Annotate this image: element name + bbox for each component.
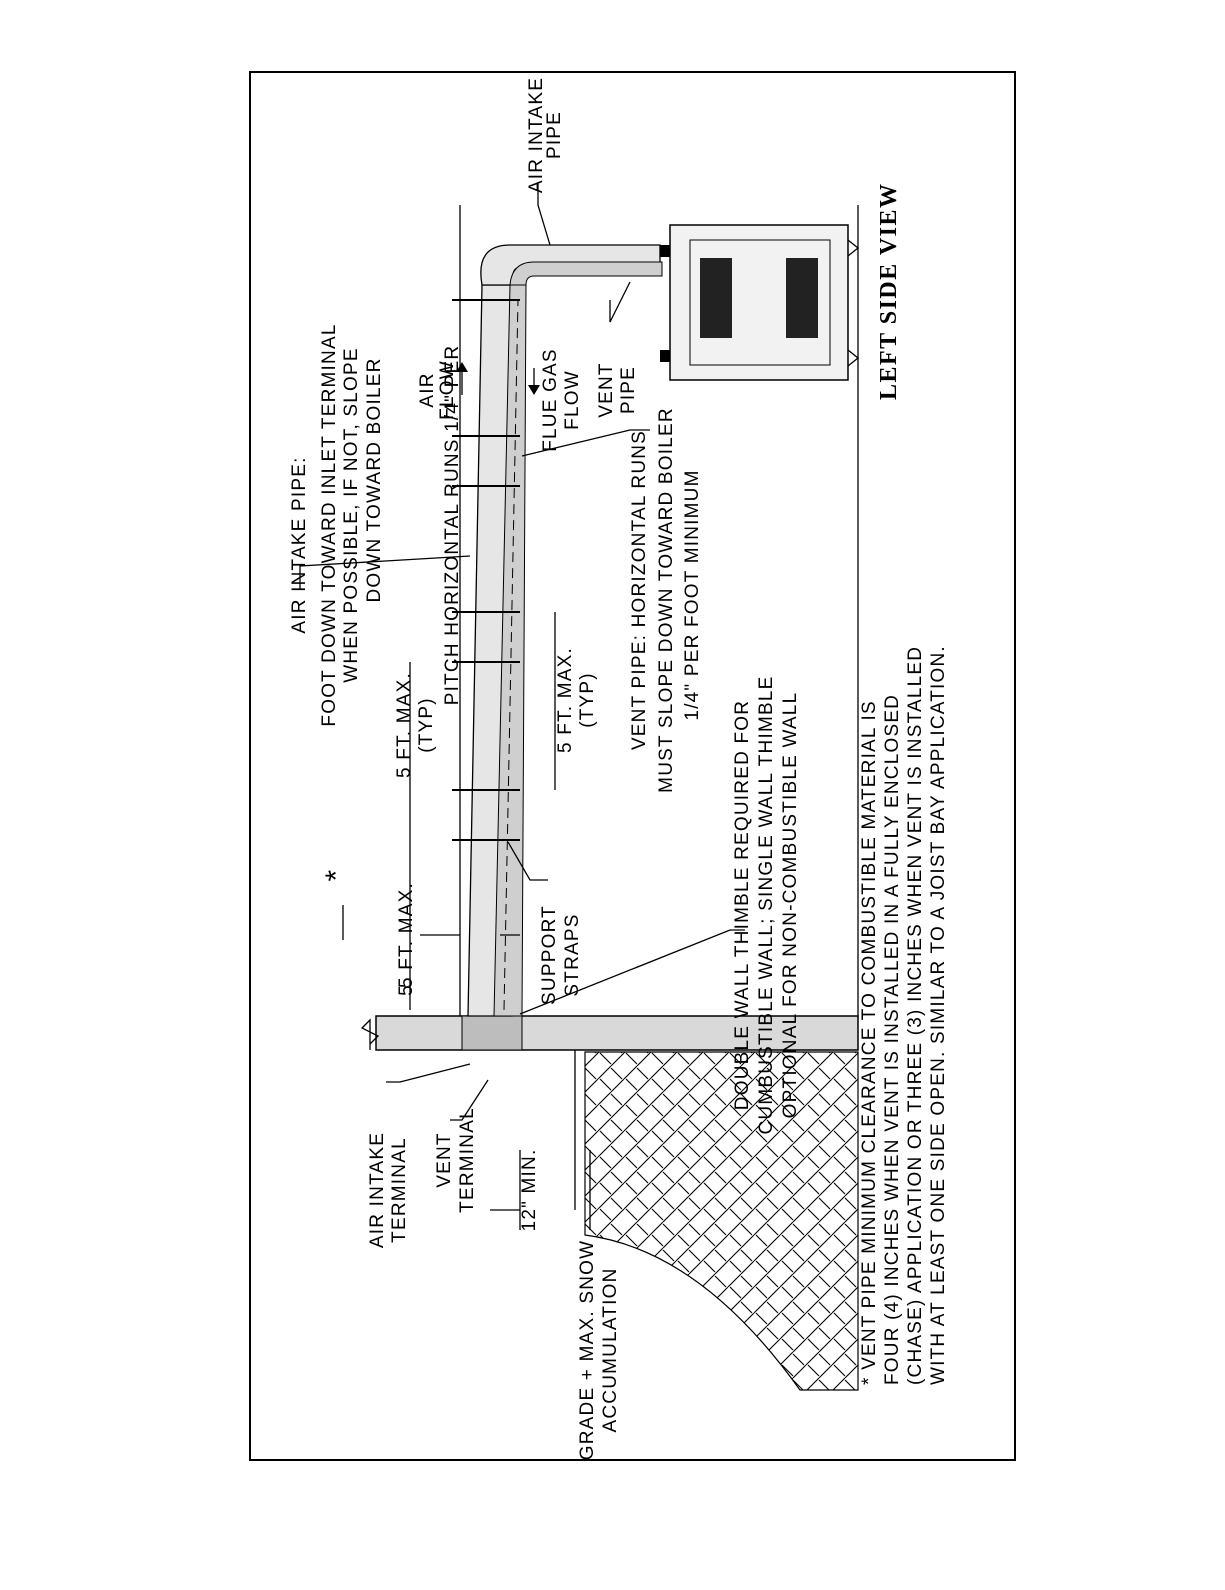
air-intake-terminal-line: TERMINAL bbox=[389, 1137, 410, 1243]
thimble-note-line: CUMBUSTIBLE WALL; SINGLE WALL THIMBLE bbox=[756, 676, 777, 1135]
thimble-note-line: OPTIONAL FOR NON-COMBUSTIBLE WALL bbox=[780, 692, 801, 1119]
vent-elbow bbox=[509, 261, 663, 286]
air-intake-pipe-top-line: PIPE bbox=[544, 111, 565, 159]
dim-5ft-typ-b-line: 5 FT. MAX. bbox=[555, 647, 576, 753]
vent-pipe-slope-line: 1/4" PER FOOT MINIMUM bbox=[682, 469, 703, 720]
flow-arrows bbox=[456, 362, 540, 395]
footnote-line: * VENT PIPE MINIMUM CLEARANCE TO COMBUST… bbox=[859, 700, 880, 1385]
vent-terminal-line: VENT bbox=[434, 1132, 455, 1187]
air-intake-pitch-line: FOOT DOWN TOWARD INLET TERMINAL bbox=[319, 323, 340, 726]
grade-snow-line: ACCUMULATION bbox=[600, 1268, 621, 1433]
vent-pipe-line: PIPE bbox=[618, 366, 639, 414]
dim-5ft-typ-a-line: (TYP) bbox=[416, 697, 437, 753]
min-12-label: 12" MIN. bbox=[519, 1149, 540, 1232]
boiler bbox=[660, 224, 860, 381]
vent-pipe-line: VENT bbox=[596, 362, 617, 417]
dim-5ft-typ-b-line: (TYP) bbox=[577, 672, 598, 728]
dim-5ft-max-label: 5 FT. MAX. bbox=[396, 882, 417, 988]
view-title: LEFT SIDE VIEW bbox=[876, 182, 902, 400]
support-straps-line: SUPPORT bbox=[539, 905, 560, 1005]
footnote-line: FOUR (4) INCHES WHEN VENT IS INSTALLED I… bbox=[882, 694, 903, 1385]
wall-break-mark bbox=[360, 1018, 380, 1050]
dim-5-left-label: 5 bbox=[396, 984, 417, 996]
support-straps-line: STRAPS bbox=[562, 913, 583, 996]
air-intake-terminal-line: AIR INTAKE bbox=[367, 1132, 388, 1248]
vent-centerline bbox=[503, 299, 519, 1011]
air-intake-pitch-line: PITCH HORIZONTAL RUNS 1/4" PER bbox=[442, 345, 463, 706]
support-straps bbox=[452, 299, 520, 841]
dim-5ft-typ-a-line: 5 FT. MAX. bbox=[394, 672, 415, 778]
air-intake-pitch-line: AIR INTAKE PIPE: bbox=[289, 456, 310, 633]
flue-gas-flow-line: FLUE GAS bbox=[540, 348, 561, 452]
soil-hatch bbox=[584, 1051, 859, 1391]
thimble-note-line: DOUBLE WALL THIMBLE REQUIRED FOR bbox=[732, 700, 753, 1110]
grade-snow-line: GRADE + MAX. SNOW bbox=[577, 1240, 598, 1460]
flue-gas-flow-line: FLOW bbox=[562, 370, 583, 430]
leader-lines bbox=[299, 182, 745, 1121]
vent-pipe-slope-line: VENT PIPE: HORIZONTAL RUNS bbox=[629, 430, 650, 750]
footnote-line: WITH AT LEAST ONE SIDE OPEN. SIMILAR TO … bbox=[928, 645, 949, 1385]
dimension-lines bbox=[342, 612, 591, 1230]
asterisk-label: * bbox=[320, 869, 353, 882]
footnote-line: (CHASE) APPLICATION OR THREE (3) INCHES … bbox=[905, 646, 926, 1385]
vent-terminal-line: TERMINAL bbox=[457, 1107, 478, 1213]
air-intake-pipe-top-line: AIR INTAKE bbox=[526, 77, 547, 193]
boiler-louver-right bbox=[786, 258, 818, 338]
air-intake-pitch-line: DOWN TOWARD BOILER bbox=[364, 357, 385, 602]
vent-pipe-slope-line: MUST SLOPE DOWN TOWARD BOILER bbox=[656, 407, 677, 793]
diagram-labels: AIR INTAKE PIPE: PITCH HORIZONTAL RUNS 1/… bbox=[289, 77, 949, 1460]
boiler-louver-left bbox=[700, 258, 732, 338]
air-flow-line: FLOW bbox=[437, 360, 458, 420]
wall-thimble bbox=[461, 1015, 523, 1051]
air-intake-pitch-line: WHEN POSSIBLE, IF NOT, SLOPE bbox=[341, 347, 362, 683]
exterior-wall bbox=[375, 1015, 859, 1051]
air-flow-line: AIR bbox=[417, 372, 438, 407]
